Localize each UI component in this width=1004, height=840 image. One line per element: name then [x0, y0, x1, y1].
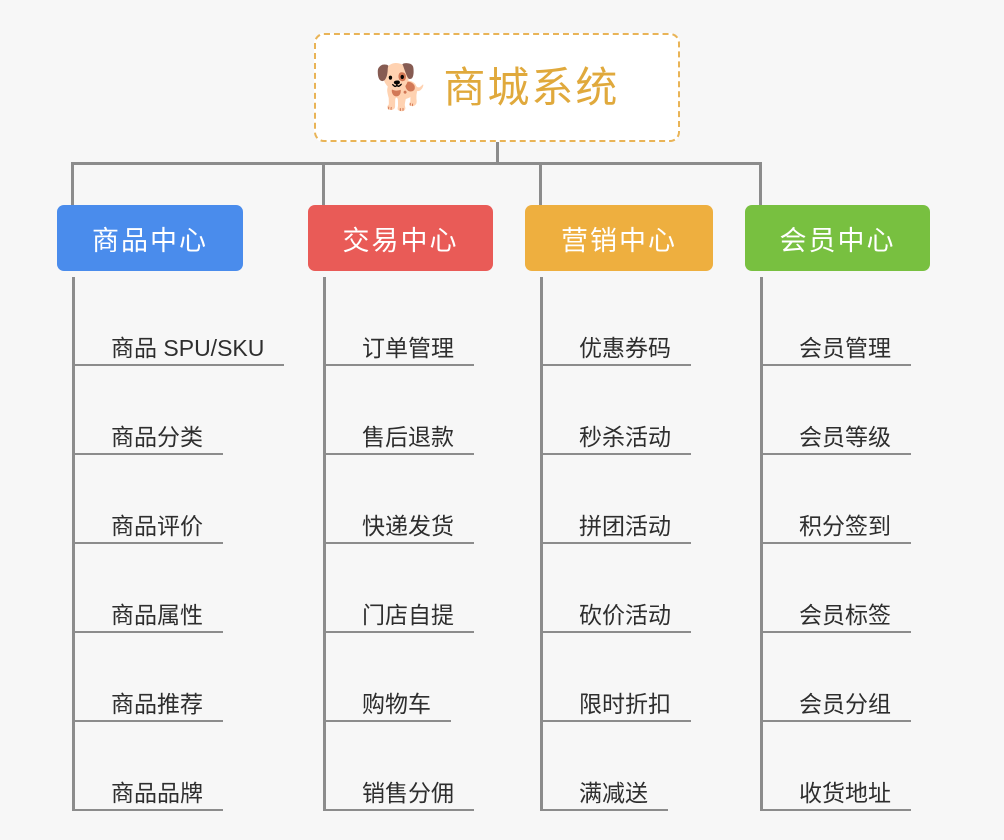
leaf-item-underline	[543, 542, 691, 544]
root-node[interactable]: 🐕 商城系统	[314, 33, 680, 142]
connector-vertical	[495, 142, 499, 165]
leaf-item-label: 商品品牌	[111, 780, 203, 806]
leaf-item-underline	[326, 631, 474, 633]
connector-vertical	[758, 163, 762, 205]
leaf-item-underline	[75, 720, 223, 722]
leaf-item[interactable]: 限时折扣	[543, 633, 691, 722]
connector-vertical	[70, 163, 74, 205]
leaf-item-underline	[326, 809, 474, 811]
leaf-item-label: 满减送	[579, 780, 648, 806]
leaf-item-underline	[75, 364, 285, 366]
leaf-item-label: 积分签到	[799, 513, 891, 539]
leaf-item-label: 商品评价	[111, 513, 203, 539]
leaf-item-underline	[543, 809, 668, 811]
leaf-list-marketing-center: 优惠券码秒杀活动拼团活动砍价活动限时折扣满减送	[540, 277, 691, 811]
leaf-item[interactable]: 商品 SPU/SKU	[75, 277, 285, 366]
leaf-item-underline	[326, 453, 474, 455]
leaf-item-underline	[763, 809, 911, 811]
leaf-item-underline	[326, 542, 474, 544]
leaf-item[interactable]: 商品评价	[75, 455, 264, 544]
root-title: 商城系统	[443, 63, 620, 111]
branch-header-member-center[interactable]: 会员中心	[745, 205, 930, 271]
shiba-dog-icon: 🐕	[374, 62, 430, 112]
leaf-item-underline	[543, 453, 691, 455]
leaf-item-underline	[543, 364, 691, 366]
leaf-list-member-center: 会员管理会员等级积分签到会员标签会员分组收货地址	[760, 277, 911, 811]
leaf-item[interactable]: 商品推荐	[75, 633, 264, 722]
leaf-item-label: 商品推荐	[111, 691, 203, 717]
leaf-item[interactable]: 收货地址	[763, 722, 911, 811]
leaf-item[interactable]: 会员分组	[763, 633, 911, 722]
leaf-item-label: 会员分组	[799, 691, 891, 717]
leaf-item[interactable]: 优惠券码	[543, 277, 691, 366]
leaf-item-underline	[75, 453, 223, 455]
branch-header-product-center[interactable]: 商品中心	[57, 205, 243, 271]
leaf-item-label: 门店自提	[362, 602, 454, 628]
leaf-item[interactable]: 砍价活动	[543, 544, 691, 633]
connector-vertical	[538, 163, 542, 205]
leaf-item-label: 收货地址	[799, 780, 891, 806]
leaf-item-underline	[763, 453, 911, 455]
leaf-item-underline	[763, 364, 911, 366]
leaf-item-label: 商品 SPU/SKU	[111, 335, 265, 361]
leaf-item[interactable]: 拼团活动	[543, 455, 691, 544]
leaf-list-trade-center: 订单管理售后退款快递发货门店自提购物车销售分佣	[323, 277, 474, 811]
leaf-item[interactable]: 购物车	[326, 633, 454, 722]
leaf-item-label: 秒杀活动	[579, 424, 671, 450]
leaf-item[interactable]: 商品分类	[75, 366, 264, 455]
leaf-item[interactable]: 会员等级	[763, 366, 911, 455]
leaf-item-underline	[75, 809, 223, 811]
connector-vertical	[321, 163, 325, 205]
leaf-item[interactable]: 积分签到	[763, 455, 911, 544]
leaf-item-label: 售后退款	[362, 424, 454, 450]
leaf-item-label: 拼团活动	[579, 513, 671, 539]
leaf-item-label: 商品属性	[111, 602, 203, 628]
leaf-item-label: 砍价活动	[579, 602, 671, 628]
leaf-item-underline	[763, 631, 911, 633]
leaf-item-underline	[543, 631, 691, 633]
leaf-list-product-center: 商品 SPU/SKU 商品分类商品评价商品属性商品推荐商品品牌	[72, 277, 285, 811]
leaf-item-label: 销售分佣	[362, 780, 454, 806]
leaf-item[interactable]: 商品属性	[75, 544, 264, 633]
branch-header-trade-center[interactable]: 交易中心	[308, 205, 493, 271]
leaf-item[interactable]: 门店自提	[326, 544, 474, 633]
connector-horizontal	[70, 161, 762, 165]
leaf-item-label: 会员管理	[799, 335, 891, 361]
leaf-item-label: 限时折扣	[579, 691, 671, 717]
leaf-item-underline	[75, 542, 223, 544]
leaf-item-underline	[326, 364, 474, 366]
leaf-item-label: 会员等级	[799, 424, 891, 450]
leaf-item[interactable]: 订单管理	[326, 277, 474, 366]
leaf-item-underline	[763, 720, 911, 722]
leaf-item[interactable]: 会员管理	[763, 277, 911, 366]
leaf-item[interactable]: 商品品牌	[75, 722, 264, 811]
leaf-item[interactable]: 快递发货	[326, 455, 474, 544]
leaf-item[interactable]: 满减送	[543, 722, 671, 811]
leaf-item[interactable]: 售后退款	[326, 366, 474, 455]
leaf-item-underline	[543, 720, 691, 722]
leaf-item[interactable]: 秒杀活动	[543, 366, 691, 455]
leaf-item-label: 订单管理	[362, 335, 454, 361]
leaf-item-label: 购物车	[362, 691, 431, 717]
leaf-item-underline	[326, 720, 451, 722]
branch-header-marketing-center[interactable]: 营销中心	[525, 205, 713, 271]
leaf-item-label: 商品分类	[111, 424, 203, 450]
leaf-item[interactable]: 会员标签	[763, 544, 911, 633]
leaf-item[interactable]: 销售分佣	[326, 722, 474, 811]
leaf-item-underline	[763, 542, 911, 544]
leaf-item-label: 会员标签	[799, 602, 891, 628]
leaf-item-underline	[75, 631, 223, 633]
leaf-item-label: 优惠券码	[579, 335, 671, 361]
leaf-item-label: 快递发货	[362, 513, 454, 539]
